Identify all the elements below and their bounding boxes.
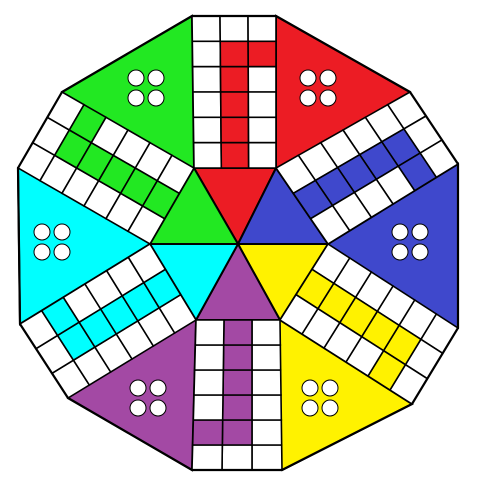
board-cell[interactable] <box>191 40 222 68</box>
purple-home-token[interactable] <box>129 399 147 417</box>
blue-home-token[interactable] <box>391 223 409 241</box>
board-cell[interactable] <box>251 344 282 371</box>
board-cell[interactable] <box>251 319 282 346</box>
board-cell[interactable] <box>247 141 277 169</box>
board-cell[interactable] <box>247 40 277 68</box>
center-finish <box>148 166 330 322</box>
green-token-group[interactable] <box>127 69 165 107</box>
board-cell[interactable] <box>193 369 225 396</box>
board-cell[interactable] <box>247 91 277 119</box>
arm-left-lower <box>18 242 198 400</box>
board-cell[interactable] <box>247 65 277 93</box>
red-home-token[interactable] <box>299 89 317 107</box>
purple-home-token[interactable] <box>149 399 167 417</box>
yellow-home-token[interactable] <box>321 379 339 397</box>
blue-home-token[interactable] <box>411 243 429 261</box>
home-tokens[interactable] <box>33 69 429 417</box>
board-cell[interactable] <box>222 344 253 371</box>
yellow-home-token[interactable] <box>301 379 319 397</box>
cyan-home-token[interactable] <box>33 243 51 261</box>
yellow-token-group[interactable] <box>301 379 339 417</box>
arm-bottom <box>191 319 283 471</box>
green-home-token[interactable] <box>147 69 165 87</box>
yellow-home-token[interactable] <box>301 399 319 417</box>
board-cell[interactable] <box>219 65 250 93</box>
green-home-token[interactable] <box>147 89 165 107</box>
board-cell[interactable] <box>219 15 249 43</box>
arm-left-upper <box>16 90 196 246</box>
board-cell[interactable] <box>221 444 253 471</box>
yellow-home-token[interactable] <box>321 399 339 417</box>
board-cell[interactable] <box>251 394 283 421</box>
board-outline <box>16 14 460 472</box>
board-cell[interactable] <box>191 444 224 471</box>
green-home-token[interactable] <box>127 69 145 87</box>
green-home-token[interactable] <box>127 89 145 107</box>
board-cell[interactable] <box>219 40 250 68</box>
red-token-group[interactable] <box>299 69 337 107</box>
board-cell[interactable] <box>192 116 222 144</box>
cyan-home-token[interactable] <box>53 243 71 261</box>
board-cell[interactable] <box>194 319 225 346</box>
board-cell[interactable] <box>191 419 224 446</box>
track-arms <box>16 15 460 471</box>
arm-right-lower <box>278 242 460 406</box>
cyan-home-token[interactable] <box>33 223 51 241</box>
board-cell[interactable] <box>247 15 277 43</box>
red-home-token[interactable] <box>319 69 337 87</box>
board-cell[interactable] <box>251 419 283 446</box>
board-cell[interactable] <box>192 141 223 169</box>
board-cell[interactable] <box>192 394 224 421</box>
board-cell[interactable] <box>222 369 253 396</box>
board-cell[interactable] <box>156 154 196 195</box>
purple-token-group[interactable] <box>129 379 167 417</box>
board-cell[interactable] <box>220 116 250 144</box>
board-cell[interactable] <box>191 15 222 43</box>
board-cell[interactable] <box>247 116 277 144</box>
cyan-home-token[interactable] <box>53 223 71 241</box>
purple-home-token[interactable] <box>149 379 167 397</box>
board-cell[interactable] <box>221 419 253 446</box>
cyan-token-group[interactable] <box>33 223 71 261</box>
blue-home-token[interactable] <box>391 243 409 261</box>
red-home-token[interactable] <box>299 69 317 87</box>
board-cell[interactable] <box>221 394 253 421</box>
arm-top <box>191 15 277 169</box>
board-cell[interactable] <box>220 141 250 169</box>
board-cell[interactable] <box>251 444 283 471</box>
purple-home-token[interactable] <box>129 379 147 397</box>
red-home-token[interactable] <box>319 89 337 107</box>
board-cell[interactable] <box>251 369 282 396</box>
board-cell[interactable] <box>219 91 250 119</box>
blue-token-group[interactable] <box>391 223 429 261</box>
blue-home-token[interactable] <box>411 223 429 241</box>
board-cell[interactable] <box>193 344 225 371</box>
board-cell[interactable] <box>192 91 222 119</box>
board-cell[interactable] <box>191 65 222 93</box>
board-cell[interactable] <box>222 319 253 346</box>
